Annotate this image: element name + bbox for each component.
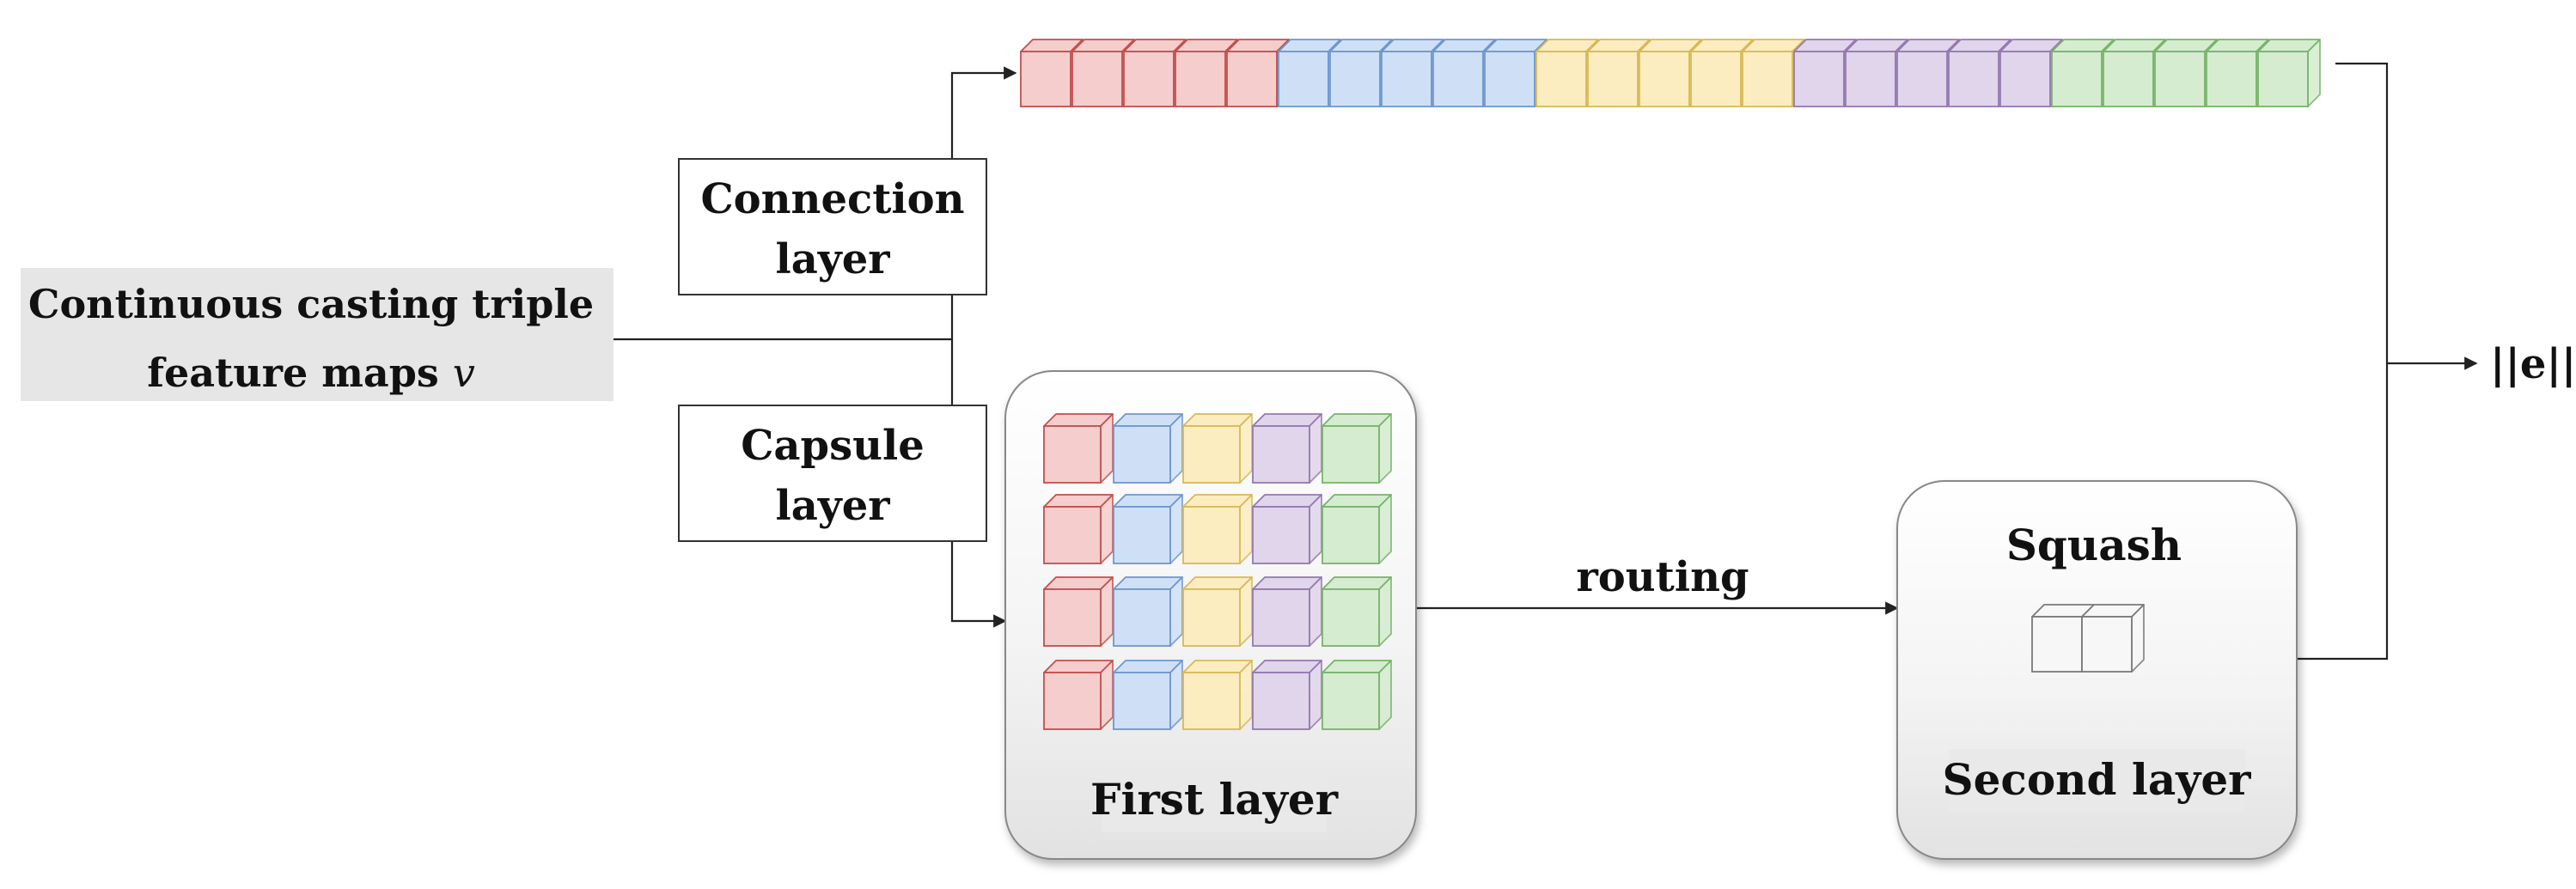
first-layer-panel: First layer bbox=[1004, 370, 1417, 860]
first-layer-cube-yellow bbox=[1182, 494, 1253, 564]
strip-to-merge-line bbox=[2297, 62, 2389, 661]
first-layer-capsule-grid bbox=[1043, 413, 1392, 730]
input-label-text: feature maps bbox=[147, 350, 453, 396]
connection-feature-strip bbox=[1020, 39, 2321, 107]
input-label-line1: Continuous casting triple bbox=[28, 281, 594, 327]
first-layer-cube-red bbox=[1043, 660, 1114, 730]
strip-cube-green bbox=[2257, 39, 2321, 107]
output-norm-label: ||e|| bbox=[2490, 340, 2576, 388]
routing-label: routing bbox=[1576, 553, 1749, 601]
second-layer-capsule-pair bbox=[2031, 604, 2145, 673]
first-layer-cube-red bbox=[1043, 413, 1114, 484]
input-variable-v: v bbox=[453, 350, 475, 396]
second-layer-label-background bbox=[1949, 749, 2245, 813]
first-layer-label: First layer bbox=[1090, 774, 1339, 825]
first-layer-cube-purple bbox=[1252, 494, 1322, 564]
connection-layer-box: Connection layer bbox=[678, 158, 987, 295]
first-layer-cube-red bbox=[1043, 576, 1114, 647]
first-layer-cube-yellow bbox=[1182, 413, 1253, 484]
first-layer-cube-green bbox=[1322, 576, 1392, 647]
second-layer-cube bbox=[2081, 604, 2145, 673]
connection-layer-label-line2: layer bbox=[775, 235, 890, 283]
input-feature-maps-box: Continuous casting triple feature maps v bbox=[21, 268, 613, 401]
first-layer-cube-purple bbox=[1252, 660, 1322, 730]
first-layer-cube-green bbox=[1322, 494, 1392, 564]
capsule-layer-frame bbox=[678, 405, 987, 542]
capsule-layer-label-line2: layer bbox=[775, 482, 890, 530]
squash-label: Squash bbox=[2006, 520, 2182, 570]
second-layer-panel: Squash Second layer bbox=[1896, 480, 2298, 860]
input-label-line2: feature maps v bbox=[147, 350, 475, 396]
first-layer-cube-green bbox=[1322, 413, 1392, 484]
first-layer-label-background bbox=[1102, 769, 1327, 832]
first-layer-cube-purple bbox=[1252, 413, 1322, 484]
connection-layer-frame bbox=[678, 158, 987, 295]
capsule-layer-label-line1: Capsule bbox=[741, 422, 925, 470]
first-layer-cube-red bbox=[1043, 494, 1114, 564]
first-layer-cube-blue bbox=[1113, 576, 1183, 647]
first-layer-cube-yellow bbox=[1182, 660, 1253, 730]
capsule-layer-box: Capsule layer bbox=[678, 405, 987, 542]
first-layer-cube-yellow bbox=[1182, 576, 1253, 647]
connection-layer-label-line1: Connection bbox=[700, 175, 964, 223]
strip-cube-purple bbox=[1793, 39, 1857, 107]
first-layer-cube-blue bbox=[1113, 413, 1183, 484]
first-layer-cube-blue bbox=[1113, 660, 1183, 730]
input-box-background bbox=[21, 268, 613, 401]
first-layer-cube-green bbox=[1322, 660, 1392, 730]
first-layer-cube-blue bbox=[1113, 494, 1183, 564]
second-layer-label: Second layer bbox=[1942, 754, 2251, 805]
first-layer-cube-purple bbox=[1252, 576, 1322, 647]
